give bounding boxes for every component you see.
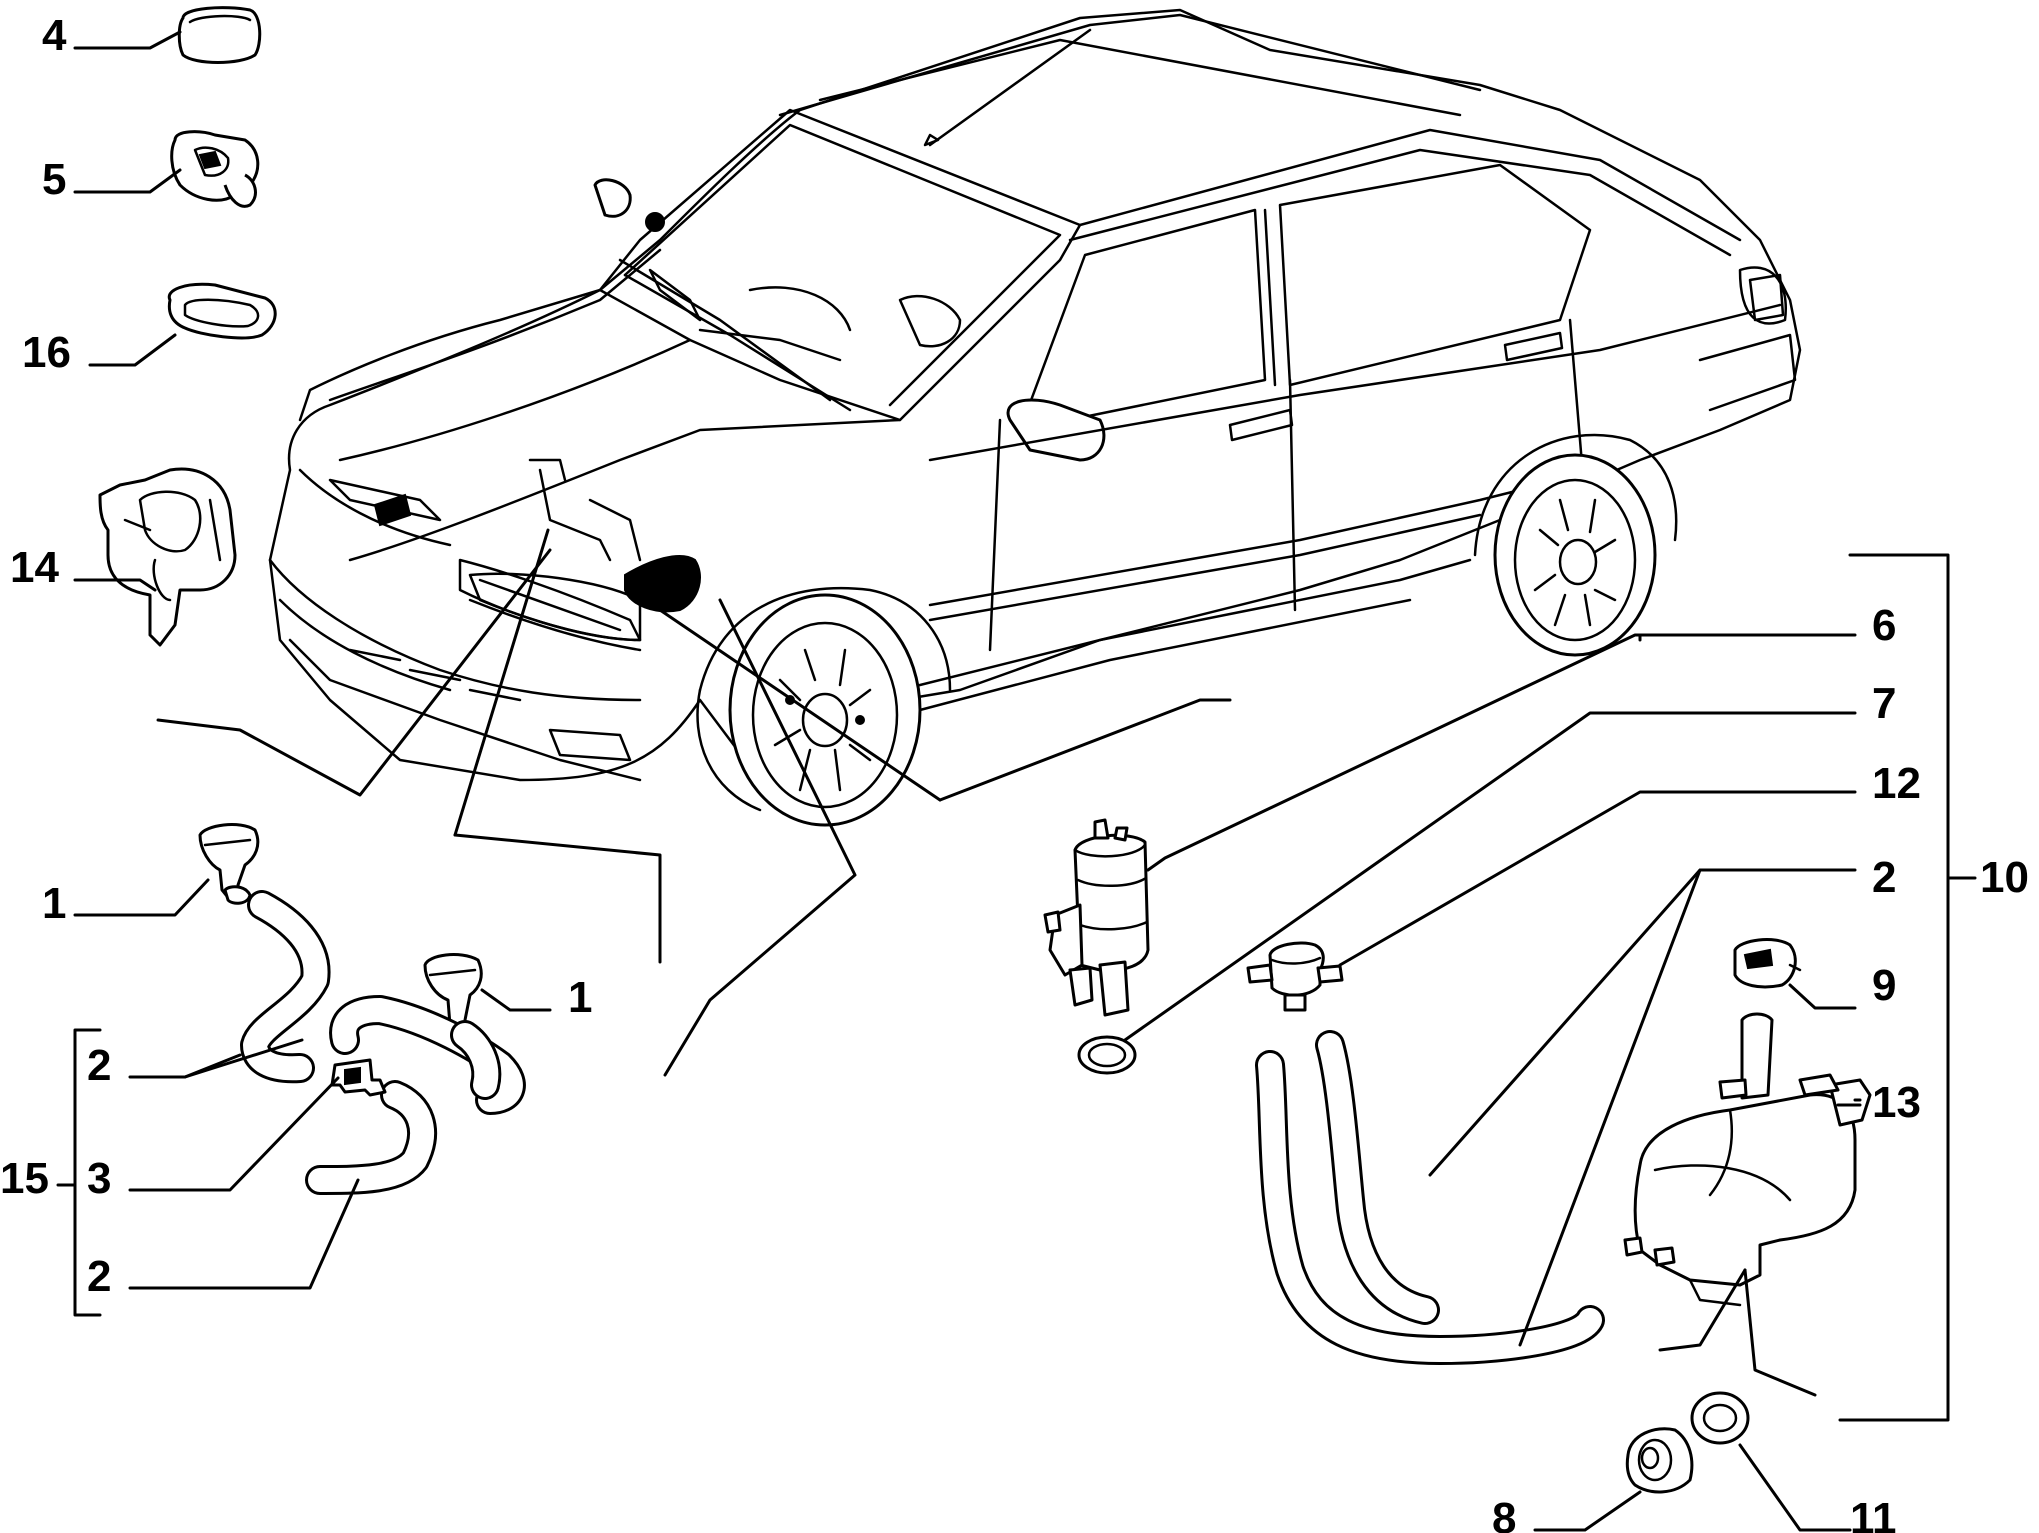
callout-2c: 2 xyxy=(1872,853,1896,902)
part-4-grommet: 4 xyxy=(42,6,262,64)
callout-9: 9 xyxy=(1872,961,1896,1010)
part-9-cap: 9 xyxy=(1733,938,1896,1010)
callout-5: 5 xyxy=(42,155,66,204)
part-1-washer-jet-a: 1 xyxy=(42,823,260,928)
right-group-bracket: 10 xyxy=(1838,553,2029,1422)
part-12-valve: 12 xyxy=(1246,759,1921,1012)
part-11-ring: 11 xyxy=(1690,1391,1897,1533)
left-group-bracket: 2 3 15 2 xyxy=(0,1028,360,1317)
callout-3: 3 xyxy=(87,1154,111,1203)
part-6-washer-pump: 6 xyxy=(1043,601,1896,1017)
part-2-hoses-left xyxy=(240,890,526,1195)
callout-12: 12 xyxy=(1872,759,1921,808)
callout-8: 8 xyxy=(1492,1494,1516,1533)
part-5-clip: 5 xyxy=(42,130,260,208)
callout-16: 16 xyxy=(22,328,71,377)
part-14-fastener: 14 xyxy=(10,467,237,647)
callout-13: 13 xyxy=(1872,1078,1921,1127)
callout-2a: 2 xyxy=(87,1041,111,1090)
part-2-hoses-right: 2 xyxy=(1255,853,1896,1365)
part-13-reservoir: 13 xyxy=(1623,1012,1921,1397)
part-3-t-connector xyxy=(330,1058,387,1097)
callout-4: 4 xyxy=(42,11,67,60)
callout-7: 7 xyxy=(1872,679,1896,728)
callout-11: 11 xyxy=(1850,1494,1897,1533)
callout-6: 6 xyxy=(1872,601,1896,650)
part-16-seal: 16 xyxy=(22,282,277,377)
part-7-seal-ring: 7 xyxy=(1077,679,1896,1075)
callout-2b: 2 xyxy=(87,1252,111,1301)
car-leader-lines xyxy=(156,528,1232,1077)
part-8-nut: 8 xyxy=(1492,1427,1694,1533)
callout-14: 14 xyxy=(10,543,59,592)
car-illustration xyxy=(268,8,1802,827)
callout-10: 10 xyxy=(1980,853,2029,902)
part-1-washer-jet-b: 1 xyxy=(423,953,592,1037)
callout-15: 15 xyxy=(0,1154,49,1203)
callout-1b: 1 xyxy=(568,973,592,1022)
callout-1a: 1 xyxy=(42,879,66,928)
